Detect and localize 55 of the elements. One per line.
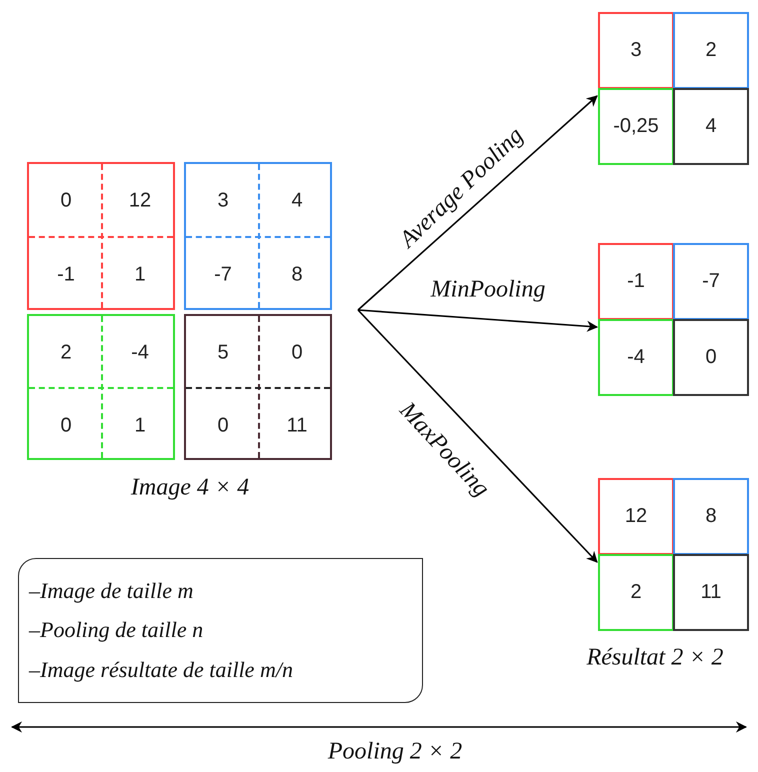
result-cell xyxy=(598,319,674,396)
grid-value: -1 xyxy=(57,264,75,286)
grid-value: 0 xyxy=(60,414,72,437)
result-cell xyxy=(598,478,674,555)
pooling-window xyxy=(184,162,332,310)
result-value: 2 xyxy=(630,581,642,604)
grid-value: 1 xyxy=(134,414,146,437)
note-box xyxy=(18,558,423,703)
arrow xyxy=(357,309,598,563)
result-cell xyxy=(673,243,749,320)
grid-value: -7 xyxy=(214,264,232,286)
caption: Résultat 2 × 2 xyxy=(586,644,724,672)
grid-value: 3 xyxy=(217,190,229,212)
result-value: 3 xyxy=(630,39,642,62)
grid-value: -4 xyxy=(131,341,149,364)
caption: Image 4 × 4 xyxy=(130,474,250,502)
result-value: 12 xyxy=(624,505,648,528)
result-value: -4 xyxy=(627,346,645,369)
result-cell xyxy=(673,478,749,555)
grid-value: 0 xyxy=(291,341,303,364)
result-cell xyxy=(598,12,674,89)
result-value: 2 xyxy=(705,39,717,62)
result-value: 11 xyxy=(700,581,722,604)
grid-value: 0 xyxy=(60,190,72,212)
note-text: –Image de taille m xyxy=(29,578,194,604)
grid-value: 0 xyxy=(217,414,229,437)
grid-value: 8 xyxy=(291,264,303,286)
result-cell xyxy=(673,88,749,165)
result-cell xyxy=(598,243,674,320)
result-value: 8 xyxy=(705,505,717,528)
pooling-window xyxy=(184,314,332,460)
pooling-window xyxy=(27,314,175,460)
result-cell xyxy=(598,554,674,631)
note-text: –Pooling de taille n xyxy=(29,617,204,644)
dimension-label: Pooling 2 × 2 xyxy=(328,738,462,766)
result-cell xyxy=(673,12,749,89)
result-value: 0 xyxy=(705,346,717,369)
result-cell xyxy=(598,88,674,165)
grid-value: 12 xyxy=(128,190,152,212)
note-text: –Image résultate de taille m/n xyxy=(29,657,294,684)
pooling-window xyxy=(27,162,175,310)
grid-value: 11 xyxy=(286,414,308,437)
result-cell xyxy=(673,319,749,396)
edge-label: MinPooling xyxy=(430,276,546,304)
arrow xyxy=(358,309,598,332)
result-value: -1 xyxy=(627,270,645,293)
result-value: 4 xyxy=(705,115,717,138)
grid-value: 4 xyxy=(291,190,303,212)
result-value: -0,25 xyxy=(613,115,659,138)
grid-value: 5 xyxy=(217,341,229,364)
grid-value: 1 xyxy=(134,264,146,286)
result-value: -7 xyxy=(702,270,720,293)
result-cell xyxy=(673,554,749,631)
grid-value: 2 xyxy=(60,341,72,364)
arrow xyxy=(357,95,598,311)
